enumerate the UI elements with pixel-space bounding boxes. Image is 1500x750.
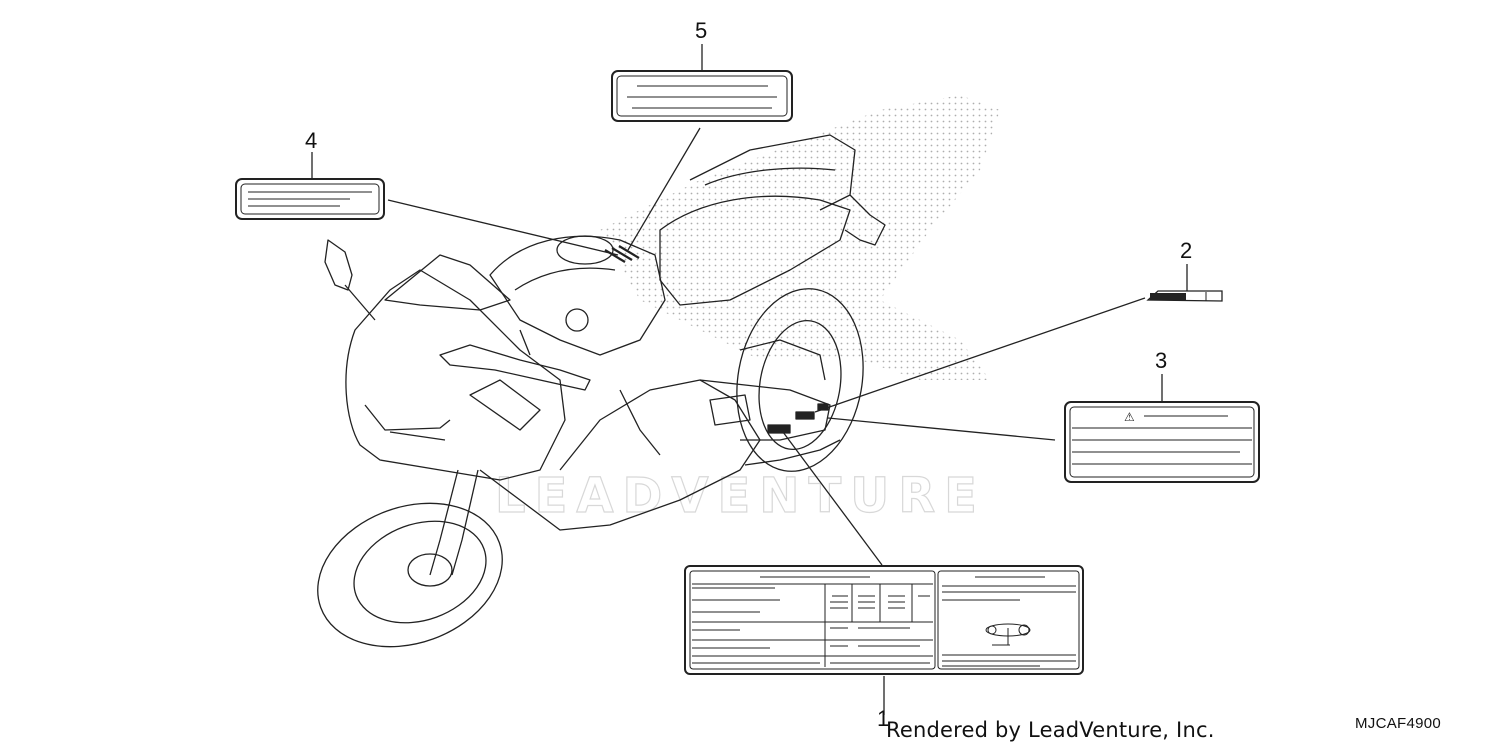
leader-line-4 <box>387 199 619 256</box>
callout-4: 4 <box>305 128 317 153</box>
leader-line-5 <box>627 127 701 251</box>
leader-lines <box>387 127 1146 566</box>
watermark: LEADVENTURE <box>495 468 986 524</box>
leader-line-3 <box>827 417 1056 441</box>
leader-line-2 <box>814 297 1146 413</box>
credit-text: Rendered by LeadVenture, Inc. <box>886 718 1215 742</box>
motorcycle-illustration <box>317 134 886 648</box>
leader-line-1 <box>782 431 883 566</box>
label-3[interactable] <box>1064 374 1260 483</box>
label-4[interactable] <box>235 152 385 220</box>
callout-2: 2 <box>1180 238 1192 263</box>
label-5[interactable] <box>611 44 793 122</box>
callout-5: 5 <box>695 18 707 43</box>
stipple-shading <box>600 95 1000 380</box>
callout-1: 1 <box>877 706 889 731</box>
label-1[interactable] <box>684 565 1084 715</box>
callout-3: 3 <box>1155 348 1167 373</box>
warning-icon: ⚠ <box>1124 410 1135 424</box>
diagram-code: MJCAF4900 <box>1355 715 1442 732</box>
label-2[interactable] <box>1146 264 1223 302</box>
